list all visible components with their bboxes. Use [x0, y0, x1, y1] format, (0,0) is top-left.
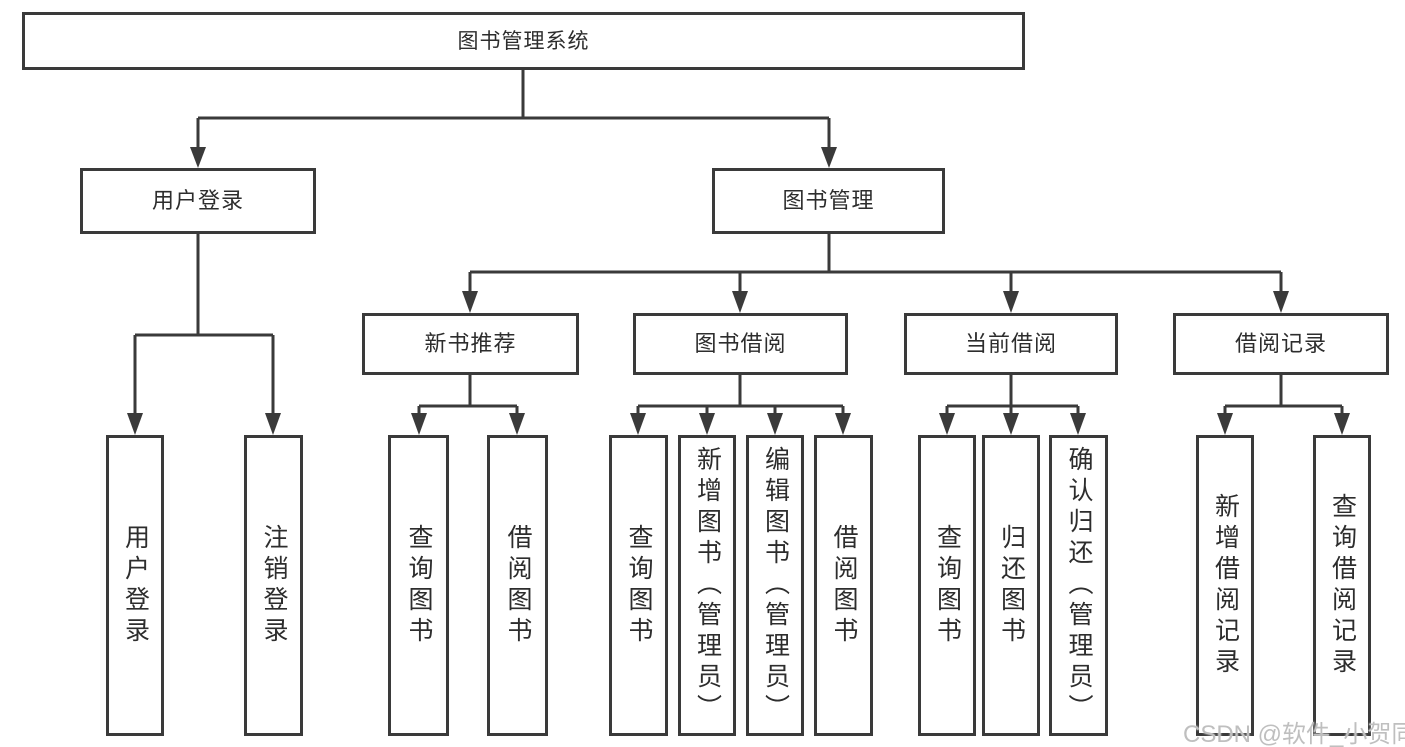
node-leaf-return-books: 归还图书	[982, 435, 1040, 736]
connector-borrow-records-branch	[1217, 375, 1350, 435]
arrowhead	[939, 413, 955, 435]
arrowhead	[630, 413, 646, 435]
arrowhead	[732, 291, 748, 313]
arrowhead	[1070, 413, 1086, 435]
node-leaf-borrow-books: 借阅图书	[814, 435, 873, 736]
node-leaf-query-books-borrow: 查询图书	[609, 435, 668, 736]
connector-book-mgmt-branch	[462, 234, 1289, 313]
node-book-management: 图书管理	[712, 168, 945, 234]
arrowhead	[1334, 413, 1350, 435]
arrowhead	[1273, 291, 1289, 313]
node-new-book-recommend: 新书推荐	[362, 313, 579, 375]
connector-book-borrow-branch	[630, 375, 851, 435]
node-leaf-add-borrow-record: 新增借阅记录	[1196, 435, 1254, 736]
node-user-login: 用户登录	[80, 168, 316, 234]
node-leaf-query-books-recommend: 查询图书	[388, 435, 449, 736]
node-leaf-confirm-return-admin: 确认归还（管理员）	[1049, 435, 1108, 736]
node-leaf-user-login: 用户登录	[106, 435, 164, 736]
arrowhead	[265, 413, 281, 435]
node-leaf-query-books-current: 查询图书	[918, 435, 976, 736]
connector-current-borrow-branch	[939, 375, 1086, 435]
arrowhead	[699, 413, 715, 435]
arrowhead	[835, 413, 851, 435]
node-root-system: 图书管理系统	[22, 12, 1025, 70]
node-borrow-records: 借阅记录	[1173, 313, 1389, 375]
arrowhead	[411, 413, 427, 435]
arrowhead	[821, 147, 837, 168]
arrowhead	[1003, 291, 1019, 313]
csdn-watermark: CSDN @软件_小贺同学	[1183, 721, 1405, 747]
node-leaf-edit-books-admin: 编辑图书（管理员）	[746, 435, 804, 736]
node-current-borrow: 当前借阅	[904, 313, 1118, 375]
node-book-borrow: 图书借阅	[633, 313, 848, 375]
connector-user-login-branch	[127, 234, 281, 435]
arrowhead	[767, 413, 783, 435]
arrowhead	[127, 413, 143, 435]
connector-root-to-level2	[190, 70, 837, 168]
arrowhead	[1217, 413, 1233, 435]
node-leaf-borrow-books-recommend: 借阅图书	[487, 435, 548, 736]
node-leaf-query-borrow-record: 查询借阅记录	[1313, 435, 1371, 736]
arrowhead	[462, 291, 478, 313]
arrowhead	[1003, 413, 1019, 435]
node-leaf-logout: 注销登录	[244, 435, 303, 736]
arrowhead	[509, 413, 525, 435]
arrowhead	[190, 147, 206, 168]
connector-new-book-branch	[411, 375, 525, 435]
node-leaf-add-books-admin: 新增图书（管理员）	[678, 435, 736, 736]
